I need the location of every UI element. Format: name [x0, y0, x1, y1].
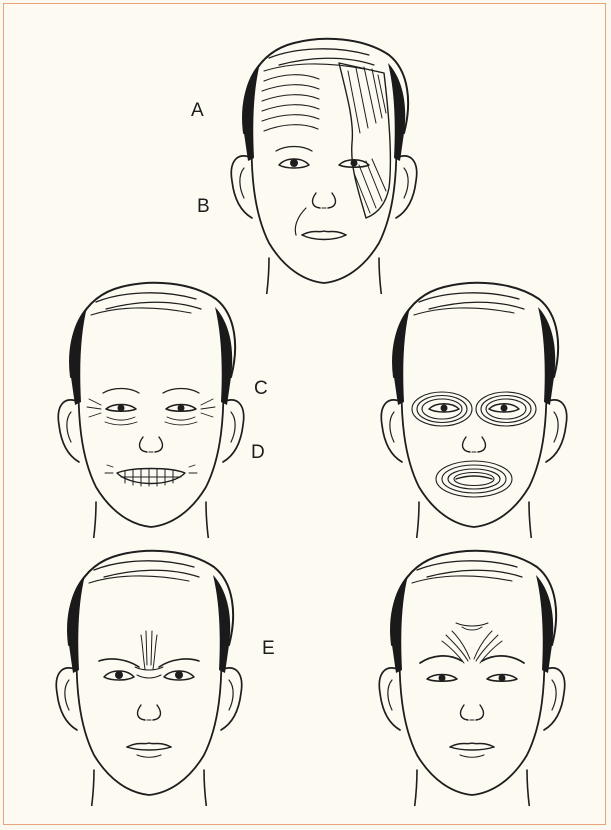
frontalis-lines: [262, 75, 319, 131]
label-d: D: [251, 442, 265, 464]
face-frontalis-masseter: [209, 32, 439, 294]
face-corrugator-frown: [357, 544, 587, 806]
face-procerus-frown: [34, 544, 264, 806]
face-squinting-grimace: [36, 276, 266, 538]
face-orbicularis: [359, 276, 589, 538]
label-c: C: [254, 378, 268, 400]
crows-feet-left: [87, 399, 137, 425]
temporalis-lines: [348, 67, 386, 133]
procerus-lines: [135, 631, 163, 678]
figure-frame: A B C D: [3, 3, 606, 825]
label-b: B: [197, 196, 210, 218]
label-e: E: [262, 638, 275, 660]
orbicularis-oris: [436, 461, 512, 497]
crows-feet-right: [165, 399, 215, 425]
label-a: A: [191, 100, 204, 122]
